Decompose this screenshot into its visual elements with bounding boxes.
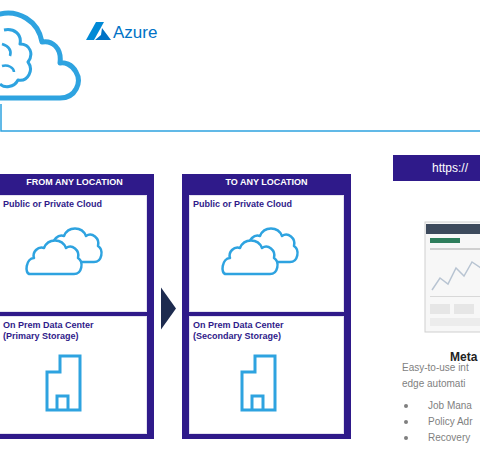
location-panel: Public or Private Cloud: [0, 195, 147, 312]
flow-arrow-shape: [161, 288, 176, 330]
frame-heading: TO ANY LOCATION: [182, 177, 351, 188]
panel-title: Public or Private Cloud: [3, 199, 102, 210]
bullet-item: Job Mana: [428, 400, 472, 412]
location-panel: Public or Private Cloud: [189, 195, 344, 312]
divider-line: [1, 104, 480, 131]
location-panel: On Prem Data Center (Secondary Storage): [189, 316, 344, 434]
brand-name: Azure: [113, 23, 157, 43]
bullet-item: Recovery: [428, 432, 470, 444]
brain-cloud-icon: [0, 13, 78, 98]
azure-logo: [86, 22, 111, 40]
screenshot-thumbnail: [425, 222, 480, 332]
location-frame: TO ANY LOCATION Public or Private CloudOn…: [182, 174, 351, 439]
frame-heading: FROM ANY LOCATION: [0, 177, 154, 188]
url-text: https://: [432, 161, 468, 175]
description-text: edge automati: [402, 378, 465, 390]
section-heading: Meta: [450, 350, 477, 364]
panel-title: On Prem Data Center (Secondary Storage): [193, 320, 318, 342]
location-panel: On Prem Data Center (Primary Storage): [0, 316, 147, 434]
panel-title: Public or Private Cloud: [193, 199, 292, 210]
flow-arrow: [161, 288, 176, 330]
description-text: Easy-to-use int: [402, 362, 469, 374]
panel-title: On Prem Data Center (Primary Storage): [3, 320, 128, 342]
url-bar: https://: [393, 155, 480, 181]
location-frame: FROM ANY LOCATION Public or Private Cloud…: [0, 174, 154, 439]
bullet-dot: [404, 404, 408, 440]
bullet-item: Policy Adr: [428, 416, 472, 428]
